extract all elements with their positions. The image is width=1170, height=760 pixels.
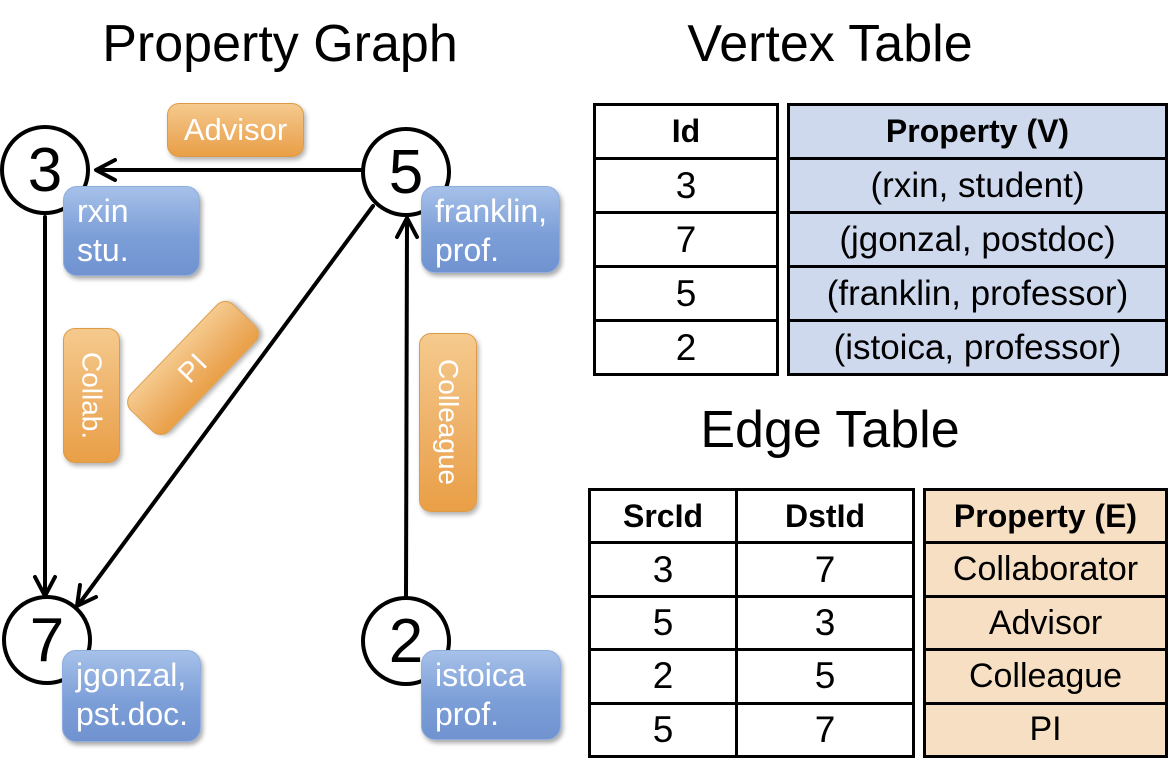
vertex-table-id-cell: 3 <box>596 157 776 211</box>
node-id: 5 <box>388 137 424 207</box>
vertex-property-line: stu. <box>77 232 129 268</box>
vertex-table-header-property: Property (V) <box>885 113 1070 149</box>
edge-label-advisor: Advisor <box>167 103 304 157</box>
vertex-table-title: Vertex Table <box>687 15 973 73</box>
vertex-property-line: rxin <box>77 193 129 229</box>
vertex-table-header-id: Id <box>671 113 701 149</box>
edge-table-property-cell: Colleague <box>926 648 1165 701</box>
edge-table-header-property: Property (E) <box>953 497 1138 534</box>
vertex-property-box-jgonzal: jgonzal, pst.doc. <box>62 650 201 742</box>
edge-table-dstid-cell: 5 <box>735 651 912 702</box>
vertex-property-line: istoica <box>435 657 526 693</box>
edge-table-property-column: Property (E) Collaborator Advisor Collea… <box>923 488 1168 758</box>
edge-table-srcid-cell: 5 <box>652 602 674 644</box>
edge-table-row: 5 7 <box>591 701 912 756</box>
vertex-table-property-cell: (jgonzal, postdoc) <box>790 211 1165 265</box>
vertex-table-id-cell: 5 <box>596 265 776 319</box>
vertex-table-id-cell: 7 <box>596 211 776 265</box>
node-id: 3 <box>27 135 63 205</box>
edge-table-property-cell: Advisor <box>926 594 1165 648</box>
edge-table-id-columns: SrcId DstId 3 7 5 3 2 5 5 7 <box>588 488 915 758</box>
edge-table-srcid-cell: 3 <box>652 548 674 590</box>
vertex-property-box-rxin: rxin stu. <box>63 186 200 276</box>
edge-arrow-3-to-7 <box>33 215 57 598</box>
vertex-table-id-cell: 2 <box>596 319 776 373</box>
edge-arrow-2-to-5 <box>395 216 419 598</box>
edge-label-collab: Collab. <box>63 328 120 463</box>
node-id: 7 <box>29 605 65 675</box>
edge-arrow-5-to-3 <box>94 158 367 182</box>
node-id: 2 <box>388 606 424 676</box>
vertex-property-line: pst.doc. <box>76 696 189 732</box>
edge-table-property-cell: Collaborator <box>926 541 1165 594</box>
vertex-property-line: jgonzal, <box>76 657 187 693</box>
property-graph-title: Property Graph <box>102 15 458 73</box>
edge-table-header-srcid: SrcId <box>622 497 704 534</box>
edge-table-property-cell: PI <box>926 701 1165 755</box>
edge-table-row: 3 7 <box>591 541 912 595</box>
vertex-property-line: franklin, <box>435 193 548 229</box>
edge-table-row: 5 3 <box>591 594 912 649</box>
edge-label-colleague: Colleague <box>419 333 477 512</box>
vertex-table-property-cell: (franklin, professor) <box>790 265 1165 319</box>
edge-table-dstid-cell: 7 <box>735 544 912 595</box>
edge-table-srcid-cell: 2 <box>652 655 674 697</box>
vertex-property-box-istoica: istoica prof. <box>421 650 561 740</box>
vertex-table-property-cell: (rxin, student) <box>790 157 1165 211</box>
edge-table-dstid-cell: 7 <box>735 704 912 756</box>
graph-node-2: 2 <box>361 596 451 686</box>
vertex-table-property-cell: (istoica, professor) <box>790 319 1165 373</box>
graph-edges-layer <box>33 158 419 608</box>
vertex-property-line: prof. <box>435 232 500 268</box>
vertex-property-box-franklin: franklin, prof. <box>421 186 560 273</box>
edge-table-dstid-cell: 3 <box>735 597 912 649</box>
edge-table-header-dstid: DstId <box>735 491 912 542</box>
edge-table-header-row: SrcId DstId <box>591 491 912 542</box>
vertex-table-id-column: Id 3 7 5 2 <box>593 103 779 376</box>
edge-table-srcid-cell: 5 <box>652 708 674 750</box>
vertex-table-property-column: Property (V) (rxin, student) (jgonzal, p… <box>787 103 1168 376</box>
edge-table-title: Edge Table <box>700 401 960 459</box>
vertex-property-line: prof. <box>435 696 500 732</box>
edge-table-row: 2 5 <box>591 648 912 702</box>
